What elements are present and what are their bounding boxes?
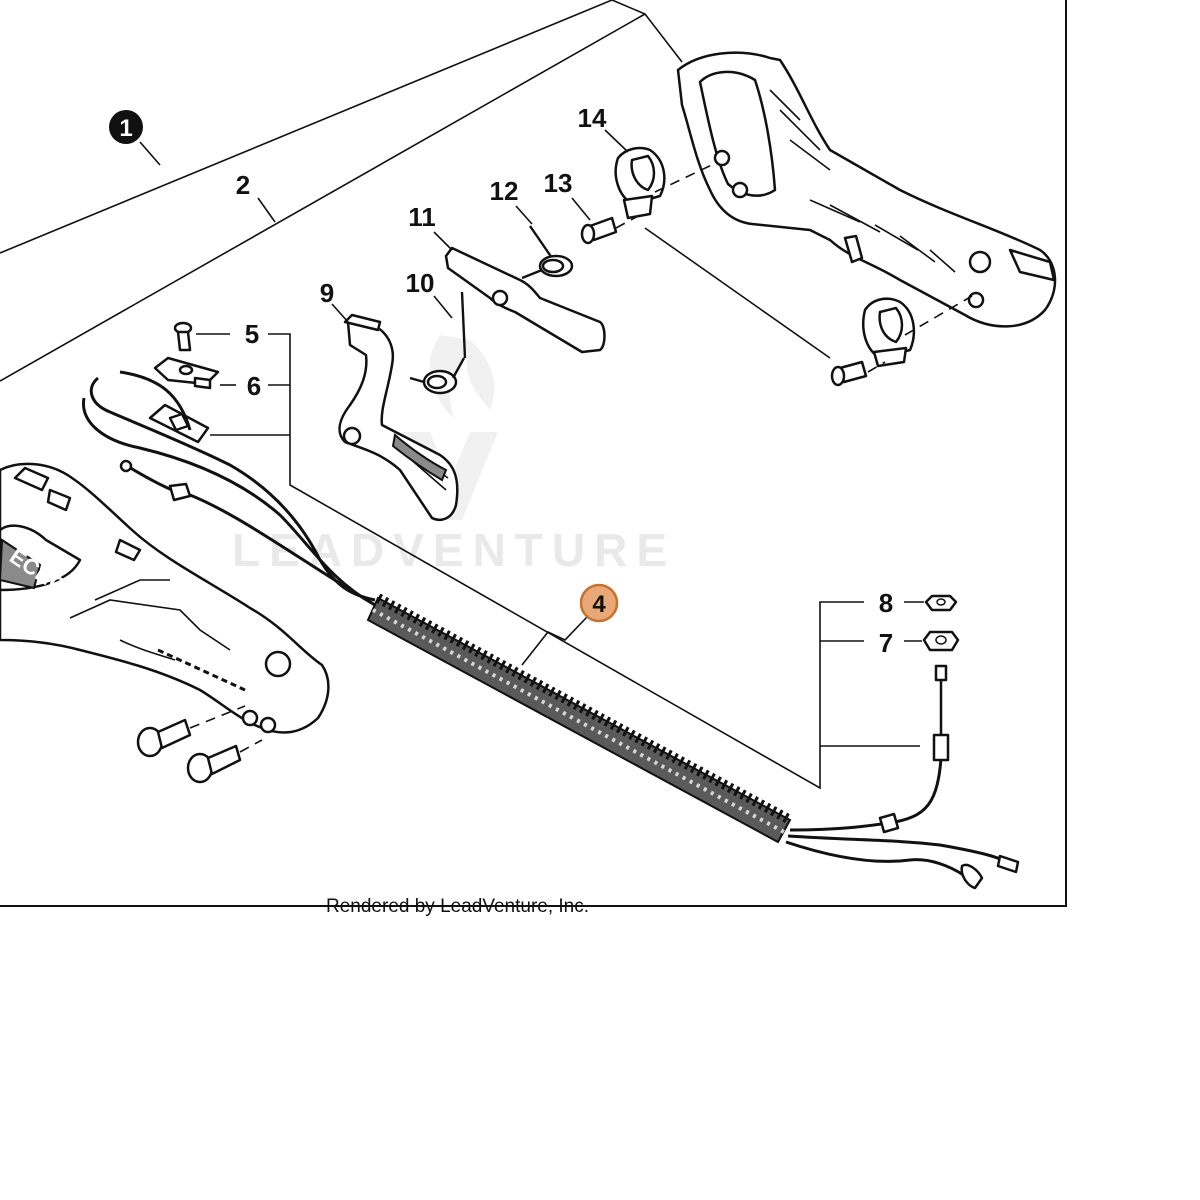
dash-line-screw-upper bbox=[615, 213, 643, 229]
stop-switch bbox=[148, 403, 210, 444]
spring-part-10 bbox=[409, 291, 467, 395]
callout-4[interactable]: 4 bbox=[579, 583, 619, 623]
leader-9 bbox=[331, 303, 349, 323]
leader-10 bbox=[433, 295, 453, 319]
spring-part-12 bbox=[521, 225, 574, 280]
screw-part-13-upper bbox=[580, 216, 618, 245]
svg-text:1: 1 bbox=[119, 115, 132, 142]
render-credit: Rendered by LeadVenture, Inc. bbox=[326, 896, 589, 917]
leader-11 bbox=[433, 231, 453, 251]
dash-line-handle-screw-2 bbox=[239, 739, 263, 753]
callout-6[interactable]: 6 bbox=[247, 371, 261, 401]
callout-7[interactable]: 7 bbox=[879, 628, 893, 658]
dash-line-screw-lower bbox=[867, 361, 886, 373]
dash-line-clamp-lower bbox=[904, 295, 973, 336]
callout-9[interactable]: 9 bbox=[320, 278, 334, 308]
callout-14[interactable]: 14 bbox=[578, 103, 607, 133]
plate-part-6 bbox=[153, 356, 220, 390]
dash-line-handle-screw-1 bbox=[189, 705, 246, 729]
lever-part-11 bbox=[444, 246, 606, 354]
leader-4 bbox=[521, 616, 588, 666]
clamp-part-14-lower bbox=[862, 297, 916, 368]
nut-part-8 bbox=[924, 594, 958, 612]
callout-12[interactable]: 12 bbox=[490, 176, 519, 206]
leader-14 bbox=[604, 129, 629, 153]
assembly-outline-mid bbox=[0, 13, 646, 382]
callout-5[interactable]: 5 bbox=[245, 319, 259, 349]
screw-part-13-lower bbox=[830, 360, 868, 387]
callout-8[interactable]: 8 bbox=[879, 588, 893, 618]
throttle-cable-part-4 bbox=[82, 370, 1020, 890]
nut-part-7 bbox=[922, 630, 960, 652]
watermark-text: LEADVENTURE bbox=[232, 524, 676, 576]
handle-screw-left-1 bbox=[136, 718, 192, 758]
callout-1[interactable]: 1 bbox=[109, 110, 143, 144]
dash-line-clamp-upper bbox=[654, 161, 719, 193]
leader-12 bbox=[515, 205, 533, 225]
handle-half-rear bbox=[676, 51, 1057, 328]
handle-half-front: ECHO bbox=[0, 462, 330, 734]
assembly-outline-top bbox=[0, 0, 613, 254]
svg-text:4: 4 bbox=[592, 591, 606, 618]
leader-2 bbox=[257, 197, 276, 223]
leader-13 bbox=[571, 197, 591, 221]
leader-screw-diag bbox=[644, 227, 831, 359]
callout-10[interactable]: 10 bbox=[406, 268, 435, 298]
leader-1 bbox=[139, 141, 161, 166]
handle-screw-left-2 bbox=[186, 744, 242, 784]
bracket-1 bbox=[611, 0, 683, 63]
trigger-part-9 bbox=[338, 313, 459, 522]
clamp-part-14-upper bbox=[614, 146, 666, 220]
diagram-frame bbox=[0, 0, 1067, 907]
callout-13[interactable]: 13 bbox=[544, 168, 573, 198]
screw-part-5 bbox=[173, 321, 193, 352]
callout-2[interactable]: 2 bbox=[236, 170, 250, 200]
callout-11[interactable]: 11 bbox=[408, 202, 436, 232]
bracket-5-6 bbox=[268, 333, 864, 790]
